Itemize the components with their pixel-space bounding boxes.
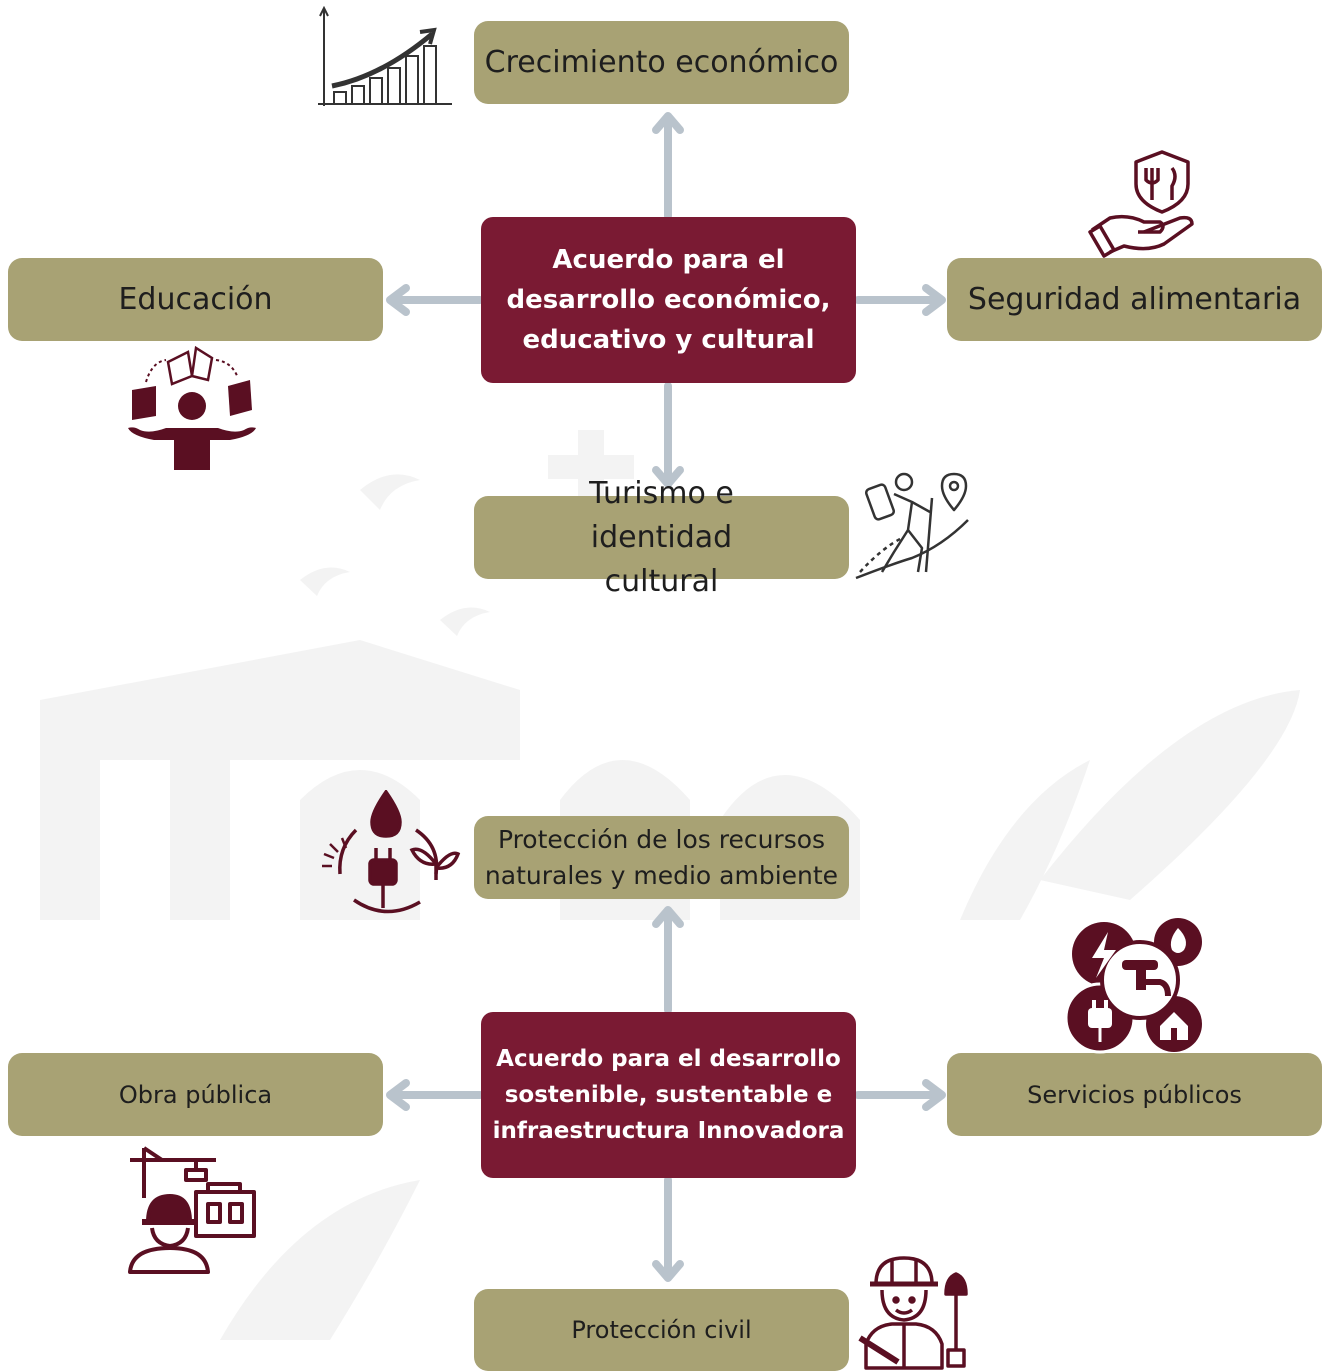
box-label: Obra pública: [118, 1080, 273, 1109]
box-label: Protección de los recursos naturales y m…: [484, 824, 839, 890]
construction-worker-icon: [126, 1144, 258, 1274]
box-proteccion-civil: Protección civil: [474, 1289, 849, 1371]
environment-cycle-icon: [316, 790, 464, 918]
box-seguridad-alimentaria: Seguridad alimentaria: [947, 258, 1322, 341]
growth-chart-icon: [312, 6, 457, 112]
box-turismo-identidad-cultural: Turismo e identidad cultural: [474, 476, 849, 599]
box-label: Protección civil: [571, 1316, 752, 1344]
box-label: Turismo e identidad cultural: [589, 475, 734, 599]
box-label: Servicios públicos: [1027, 1080, 1242, 1109]
civil-protection-worker-icon: [852, 1254, 974, 1370]
hiking-tourism-icon: [852, 468, 970, 580]
box-label: Seguridad alimentaria: [967, 282, 1302, 317]
center-box-desarrollo-economico: Acuerdo para el desarrollo económico, ed…: [481, 217, 856, 383]
public-services-icon: [1064, 916, 1204, 1056]
box-label: Crecimiento económico: [484, 45, 839, 80]
box-educacion: Educación: [8, 258, 383, 341]
education-icon: [124, 340, 260, 472]
center-box-label: Acuerdo para el desarrollo sostenible, s…: [492, 1046, 845, 1144]
center-box-desarrollo-sostenible: Acuerdo para el desarrollo sostenible, s…: [481, 1012, 856, 1178]
food-security-icon: [1088, 148, 1202, 258]
box-proteccion-recursos-naturales: Protección de los recursos naturales y m…: [474, 816, 849, 899]
box-servicios-publicos: Servicios públicos: [947, 1053, 1322, 1136]
box-crecimiento-economico: Crecimiento económico: [474, 21, 849, 104]
box-label: Educación: [118, 282, 273, 317]
box-obra-publica: Obra pública: [8, 1053, 383, 1136]
center-box-label: Acuerdo para el desarrollo económico, ed…: [506, 245, 831, 355]
